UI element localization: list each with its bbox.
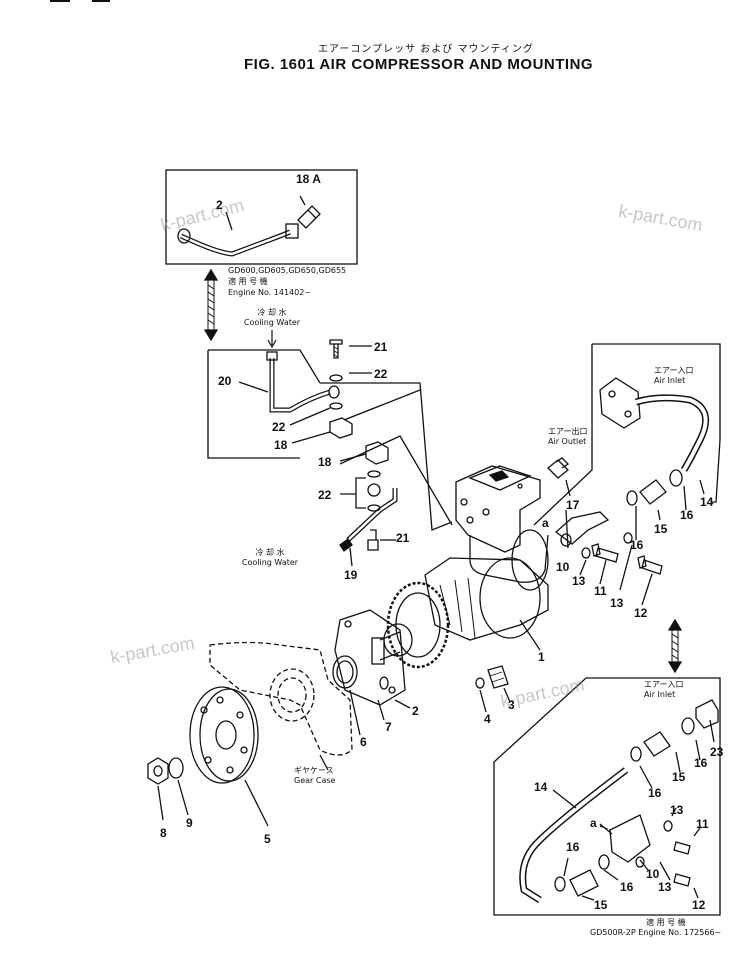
callout-22: 22 [318, 488, 332, 502]
connector-part-18-mid [329, 417, 353, 439]
callout-3: 3 [508, 698, 515, 712]
coupler-part-15-bottom [569, 869, 599, 897]
callout-15: 15 [654, 522, 668, 536]
callout-21: 21 [396, 531, 410, 545]
gear-case [209, 641, 353, 756]
callout-18: 18 [318, 455, 332, 469]
inset-engine-no: Engine No. 141402~ [228, 288, 312, 297]
callout-1: 1 [538, 650, 545, 664]
callout-17: 17 [566, 498, 580, 512]
compressor-cylinder [469, 534, 549, 583]
callout-15: 15 [594, 898, 608, 912]
air-outlet-jp: エアー出口 [548, 427, 588, 436]
coupler-part-15-mid [643, 731, 671, 757]
callout-2: 2 [412, 704, 419, 718]
bolt-part-12-top [637, 555, 663, 575]
callout-18: 18 [274, 438, 288, 452]
callout-11: 11 [594, 584, 607, 598]
bolt-part-21-low [367, 529, 379, 551]
cooling-water-jp: 冷 却 水 [255, 548, 285, 557]
hose-part-20 [269, 358, 331, 413]
callout-22: 22 [272, 420, 286, 434]
callout-19: 19 [344, 568, 358, 582]
callout-13: 13 [670, 803, 684, 817]
callout-20: 20 [218, 374, 232, 388]
callout-5: 5 [264, 832, 271, 846]
double-arrow-right [667, 618, 683, 674]
callout-a: a [590, 816, 597, 830]
gear-case-jp: ギヤケース [294, 766, 334, 775]
callout-9: 9 [186, 816, 193, 830]
page-title: FIG. 1601 AIR COMPRESSOR AND MOUNTING [244, 56, 594, 73]
bolt-part-11-top [591, 543, 619, 563]
callout-12: 12 [692, 898, 706, 912]
inset-applicable-jp: 適 用 号 機 [228, 277, 268, 286]
callout-14: 14 [700, 495, 714, 509]
cooling-water-jp: 冷 却 水 [257, 308, 287, 317]
inset-models: GD600,GD605,GD650,GD655 [228, 266, 347, 275]
gear-case-label: Gear Case [294, 776, 336, 785]
title-japanese: エアーコンプレッサ および マウンティング [318, 44, 534, 55]
cooling-water-label: Cooling Water [241, 558, 299, 567]
elbow-part-10-bottom [609, 814, 651, 863]
callout-16: 16 [694, 756, 708, 770]
air-inlet-label: Air Inlet [654, 376, 686, 385]
bolt-part-11-bottom [673, 841, 691, 855]
bracket-box-mid [207, 349, 321, 459]
bracket-air-inlet-top [533, 343, 721, 526]
callout-6: 6 [360, 735, 367, 749]
washer-part-9 [168, 757, 184, 779]
callout-15: 15 [672, 770, 686, 784]
connector-part-18-low [365, 441, 389, 465]
callout-13: 13 [658, 880, 672, 894]
bottom-applicable-jp: 適 用 号 機 [646, 918, 686, 927]
bolt-part-3 [487, 665, 509, 689]
callout-11: 11 [696, 817, 709, 831]
fitting-18a [297, 205, 321, 229]
cooling-water-label: Cooling Water [243, 318, 301, 327]
air-inlet-jp: エアー入口 [654, 366, 694, 375]
callout-16: 16 [566, 840, 580, 854]
callout-16: 16 [680, 508, 694, 522]
elbow-part-10-top [554, 511, 610, 545]
callout-7: 7 [385, 720, 392, 734]
air-inlet-label: Air Inlet [644, 690, 676, 699]
drive-gear [386, 581, 450, 669]
callout-16: 16 [620, 880, 634, 894]
callout-21: 21 [374, 340, 388, 354]
air-inlet-jp: エアー入口 [644, 680, 684, 689]
callout-8: 8 [160, 826, 167, 840]
callout-10: 10 [646, 867, 660, 881]
seal-part-6 [332, 655, 358, 689]
callout-16: 16 [630, 538, 644, 552]
bolt-part-12-bottom [673, 873, 691, 887]
fitting-part-23 [695, 699, 719, 729]
bracket-bottom-right [493, 677, 721, 916]
compressor-head [455, 465, 541, 553]
callout-2: 2 [216, 198, 223, 212]
inset-box-top [165, 169, 358, 265]
pulley-part-5 [189, 686, 255, 784]
fitting-part-17 [547, 459, 569, 479]
callout-23: 23 [710, 745, 724, 759]
air-outlet-label: Air Outlet [548, 437, 587, 446]
callout-22: 22 [374, 367, 388, 381]
bottom-engine-no: GD500R-2P Engine No. 172566~ [590, 928, 722, 937]
air-inlet-flange [599, 377, 641, 429]
callout-13: 13 [572, 574, 586, 588]
coupler-part-15-top [639, 479, 667, 505]
callout-4: 4 [484, 712, 491, 726]
hose-part-14-top [635, 394, 710, 472]
callout-12: 12 [634, 606, 648, 620]
callout-18a: 18 A [296, 172, 321, 186]
bolt-part-21-top [329, 339, 343, 359]
nut-part-8 [147, 757, 169, 785]
callout-a: a [542, 516, 549, 530]
callout-10: 10 [556, 560, 570, 574]
callout-13: 13 [610, 596, 624, 610]
flange-part-2 [334, 609, 406, 706]
callout-14: 14 [534, 780, 548, 794]
callout-16: 16 [648, 786, 662, 800]
